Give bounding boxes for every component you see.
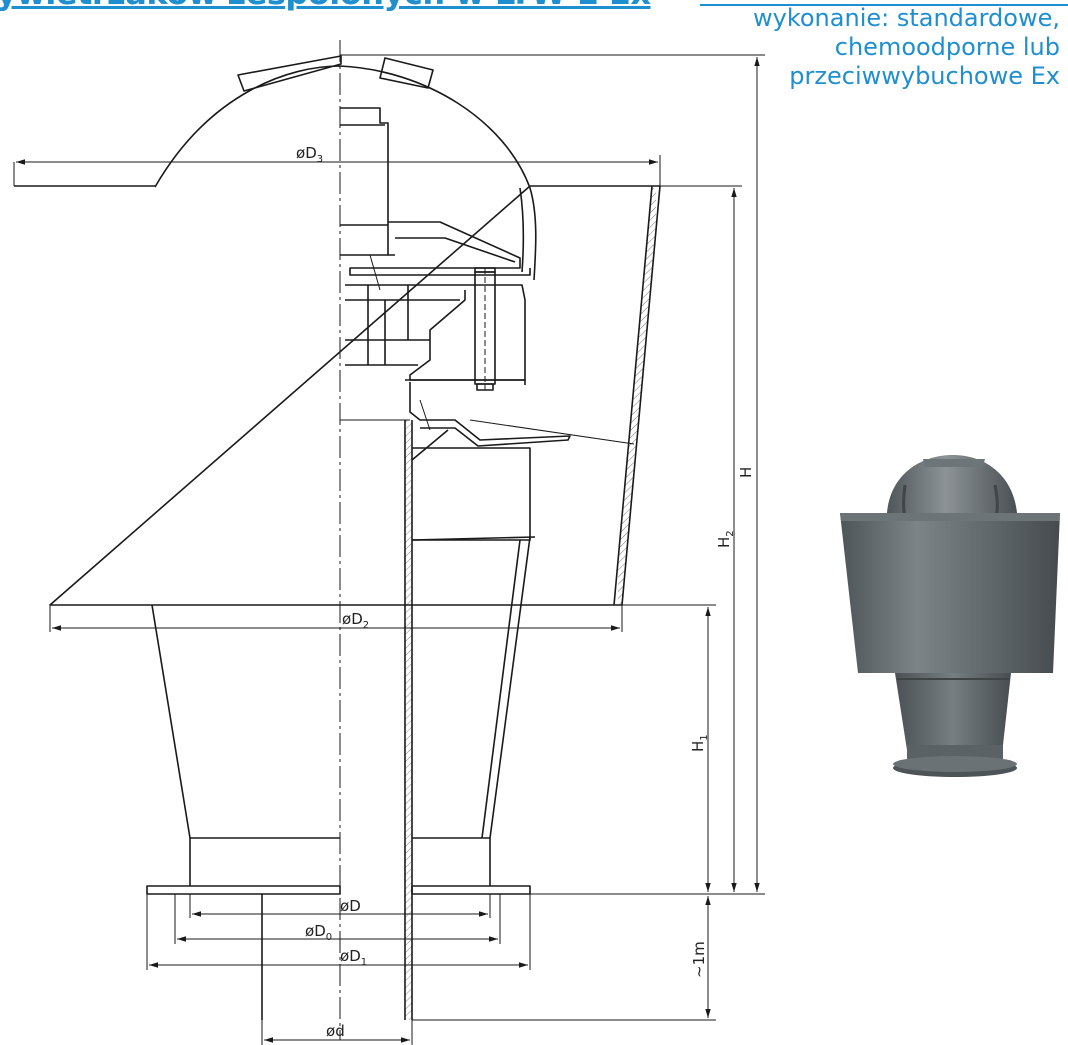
dim-label-H1: H1 — [689, 734, 710, 752]
impeller — [345, 284, 526, 381]
diffuser — [412, 447, 531, 541]
dome-cap — [154, 65, 537, 281]
dome-vent — [237, 55, 342, 92]
inner-pipe — [261, 420, 413, 1020]
dim-label-H: H — [737, 467, 755, 478]
variant-line: przeciwwybuchowe Ex — [789, 62, 1060, 90]
dim-label-depth: ~1m — [690, 941, 708, 978]
flange — [411, 885, 531, 895]
lower-plate — [409, 382, 571, 447]
diffuser-cone — [411, 429, 536, 541]
dimension-lines — [13, 54, 765, 1045]
header-rule — [700, 4, 1068, 6]
motor-bracket — [349, 221, 531, 276]
dome-inner — [519, 187, 525, 273]
product-photo — [840, 455, 1060, 777]
motor-body — [340, 124, 395, 256]
shroud — [14, 185, 661, 606]
dim-label-D3: øD3 — [296, 144, 323, 165]
dim-label-D1: øD1 — [340, 947, 367, 968]
shroud-hatch — [618, 188, 656, 604]
dome-vent — [379, 57, 434, 89]
page-title: ywietrzaków zespolonych w LTW-E Ex — [0, 0, 651, 12]
dim-label-H2: H2 — [715, 530, 736, 548]
product-shape — [840, 455, 1060, 777]
dim-label-D2: øD2 — [342, 610, 369, 631]
variant-line: wykonanie: standardowe, — [753, 4, 1060, 32]
lower-cone — [151, 536, 531, 886]
dim-label-D0: øD0 — [305, 922, 332, 943]
variant-line: chemoodporne lub — [834, 33, 1060, 61]
dimension-labels: øD3 øD2 øD øD0 øD1 ød H H2 H1 ~1m — [296, 144, 755, 1040]
variant-list: wykonanie: standardowe, chemoodporne lub… — [753, 4, 1060, 91]
dim-label-d: ød — [326, 1022, 345, 1040]
dim-label-D: øD — [340, 897, 361, 915]
fan-outline — [14, 55, 661, 1020]
flange — [146, 885, 341, 895]
motor-housing — [340, 107, 389, 256]
